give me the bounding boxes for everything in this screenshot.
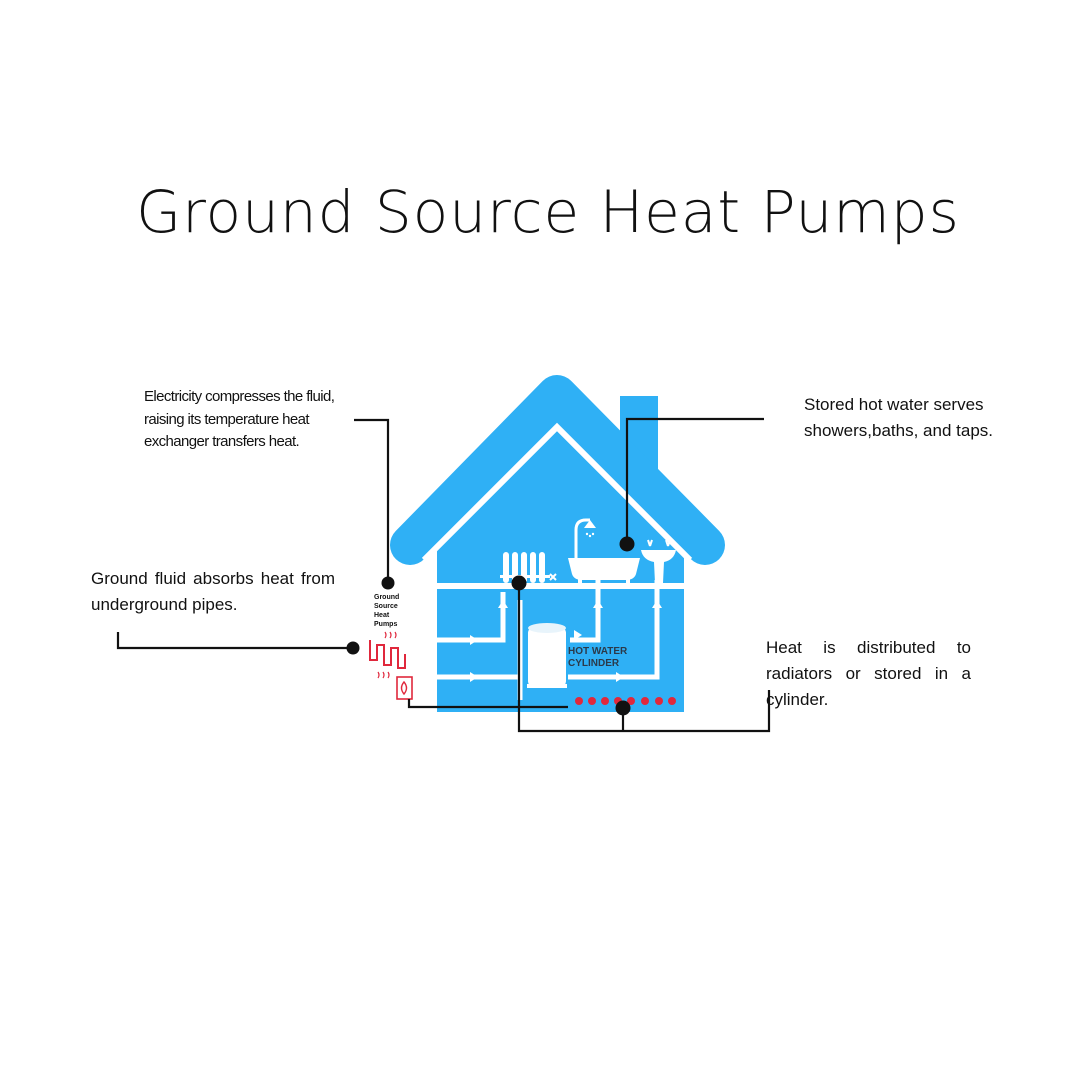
floor-line bbox=[437, 583, 684, 589]
leader-distributed bbox=[517, 583, 771, 733]
leader-electricity bbox=[354, 418, 390, 583]
pipe-arrows bbox=[470, 600, 662, 682]
pump-label-line4: Pumps bbox=[374, 621, 397, 628]
label-stored-hot-water: Stored hot water serves showers,baths, a… bbox=[804, 395, 994, 440]
pump-label-line2: Source bbox=[374, 603, 398, 610]
heat-pump-icon: Ground Source Heat Pumps bbox=[369, 594, 413, 700]
leader-stored-water bbox=[625, 417, 764, 544]
water-cylinder-icon bbox=[527, 623, 567, 688]
bathtub-icon bbox=[568, 518, 640, 583]
leader-pump-house bbox=[407, 699, 568, 709]
house-roof bbox=[390, 375, 725, 565]
pump-label-line3: Heat bbox=[374, 612, 390, 619]
leader-ground-fluid bbox=[116, 632, 353, 650]
house-illustration: HOT WATER CYLINDER bbox=[390, 375, 725, 712]
sink-icon bbox=[641, 539, 676, 583]
label-heat-distributed: Heat is distributed to radiators or stor… bbox=[766, 638, 971, 709]
cylinder-label-line2: CYLINDER bbox=[568, 658, 620, 669]
leader-dots bbox=[346, 536, 635, 716]
pump-label-line1: Ground bbox=[374, 594, 399, 601]
house-inner-roof-line bbox=[421, 422, 693, 563]
page-title: Ground Source Heat Pumps bbox=[136, 178, 960, 246]
label-electricity: Electricity compresses the fluid, raisin… bbox=[144, 388, 335, 450]
cylinder-label-line1: HOT WATER bbox=[568, 646, 628, 657]
leader-lines bbox=[116, 417, 771, 733]
label-ground-fluid: Ground fluid absorbs heat from undergrou… bbox=[91, 569, 335, 614]
radiator-icon bbox=[500, 552, 557, 583]
